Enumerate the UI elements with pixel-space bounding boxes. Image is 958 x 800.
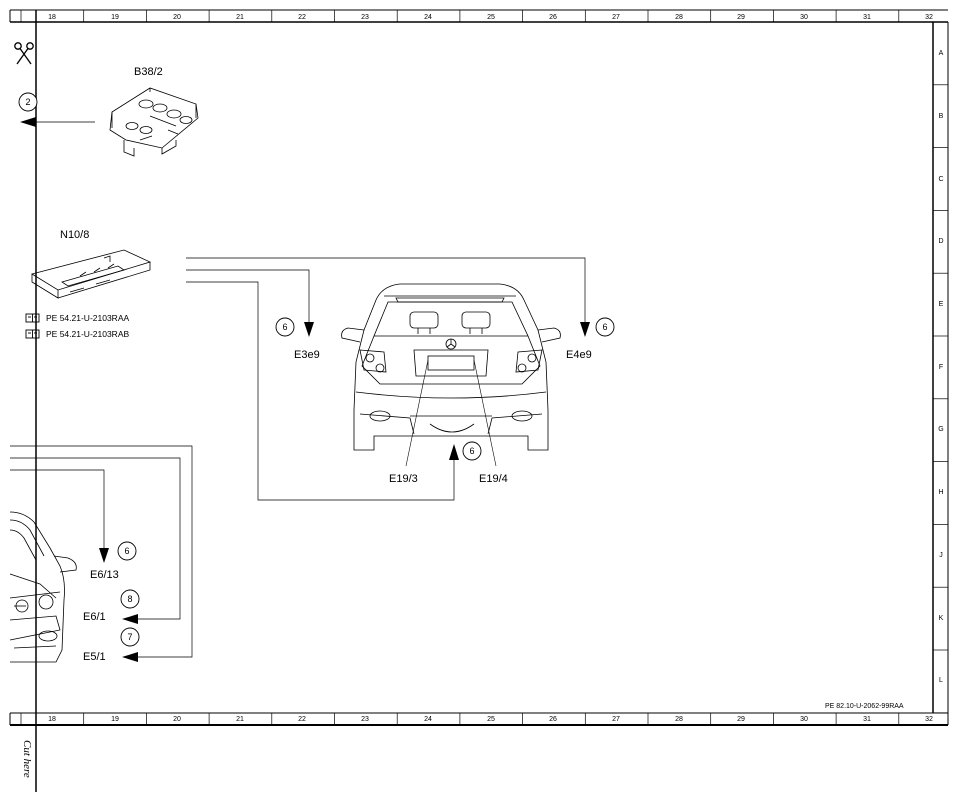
reference-text: PE 54.21-U-2103RAB [46, 329, 129, 339]
reference-note-1: PE 54.21-U-2103RAA [25, 313, 129, 323]
e4e9-label: E4e9 [566, 349, 592, 361]
b38-2-connection-arrow [20, 117, 95, 127]
row-label: A [939, 50, 944, 57]
e5-1-arrow [122, 652, 138, 662]
scissors-icon [14, 42, 34, 65]
e3e9-group: 6 E3e9 [275, 317, 320, 361]
arrowheads [99, 322, 590, 662]
rain-light-sensor-drawing [109, 87, 199, 157]
e19-3-label: E19/3 [389, 473, 418, 485]
col-label: 22 [298, 716, 306, 723]
col-label: 25 [487, 716, 495, 723]
col-label: 21 [236, 14, 244, 21]
row-label: G [938, 426, 943, 433]
col-label: 31 [863, 14, 871, 21]
col-label: 21 [236, 716, 244, 723]
row-label: B [939, 113, 944, 120]
col-label: 32 [925, 716, 933, 723]
col-label: 19 [111, 716, 119, 723]
col-label: 23 [361, 716, 369, 723]
row-label: F [939, 364, 943, 371]
col-label: 32 [925, 14, 933, 21]
col-label: 29 [737, 14, 745, 21]
row-label: E [939, 301, 944, 308]
callout-number: 2 [25, 97, 30, 107]
col-label: 30 [800, 716, 808, 723]
col-label: 22 [298, 14, 306, 21]
col-label: 25 [487, 14, 495, 21]
e19-arrow [449, 444, 459, 460]
row-label: C [938, 176, 943, 183]
e3e9-arrow [304, 322, 314, 337]
row-ruler-ticks [933, 21, 948, 714]
book-icon [25, 329, 40, 339]
reference-text: PE 54.21-U-2103RAA [46, 313, 129, 323]
col-label: 18 [48, 14, 56, 21]
e4e9-arrow [580, 322, 590, 337]
document-reference: PE 82.10-U-2062-99RAA [825, 703, 904, 710]
callout-number: 6 [124, 546, 129, 556]
col-label: 24 [424, 14, 432, 21]
col-label: 28 [675, 14, 683, 21]
column-ruler-ticks [20, 10, 900, 725]
b38-2-component: B38/2 [109, 66, 199, 157]
control-unit-drawing [30, 249, 152, 299]
row-label: J [939, 552, 943, 559]
callout-number: 6 [469, 446, 474, 456]
col-label: 23 [361, 14, 369, 21]
wiring-lines [10, 257, 586, 658]
column-ruler-top: 18 19 20 21 22 23 24 25 26 27 28 29 30 3… [48, 14, 933, 21]
col-label: 27 [612, 716, 620, 723]
row-label: H [938, 489, 943, 496]
e19-leader-lines [405, 359, 497, 467]
row-label: K [939, 615, 944, 622]
col-label: 19 [111, 14, 119, 21]
col-label: 26 [549, 14, 557, 21]
e5-1-label: E5/1 [83, 651, 106, 663]
e6-13-arrow [99, 548, 109, 563]
row-label: D [938, 238, 943, 245]
e19-group: 6 E19/3 E19/4 [389, 441, 508, 485]
e19-4-label: E19/4 [479, 473, 508, 485]
book-icon [25, 313, 40, 323]
vehicle-rear-view-drawing [341, 283, 561, 451]
col-label: 31 [863, 716, 871, 723]
col-label: 24 [424, 716, 432, 723]
cut-here-label: Cut here [21, 740, 33, 778]
n10-8-label: N10/8 [60, 229, 89, 241]
e6-13-group: 6 E6/13 [90, 541, 137, 581]
n10-8-component: N10/8 [30, 229, 152, 299]
col-label: 27 [612, 14, 620, 21]
e6-13-label: E6/13 [90, 569, 119, 581]
col-label: 30 [800, 14, 808, 21]
col-label: 28 [675, 716, 683, 723]
col-label: 20 [173, 716, 181, 723]
b38-2-label: B38/2 [134, 66, 163, 78]
e6-1-label: E6/1 [83, 611, 106, 623]
col-label: 29 [737, 716, 745, 723]
e6-1-group: 8 E6/1 [83, 589, 140, 623]
e3e9-label: E3e9 [294, 349, 320, 361]
callout-number: 6 [602, 322, 607, 332]
e4e9-group: 6 E4e9 [566, 317, 615, 361]
callout-b38-2: 2 [18, 92, 38, 112]
reference-note-2: PE 54.21-U-2103RAB [25, 329, 129, 339]
sheet-frame [9, 9, 949, 792]
vehicle-front-partial-drawing [9, 511, 77, 663]
column-ruler-bottom: 18 19 20 21 22 23 24 25 26 27 28 29 30 3… [48, 716, 933, 723]
row-ruler-right: A B C D E F G H J K L [938, 50, 943, 684]
callout-number: 8 [127, 594, 132, 604]
callout-number: 6 [282, 322, 287, 332]
e6-1-arrow [122, 614, 138, 624]
e5-1-group: 7 E5/1 [83, 627, 140, 663]
callout-number: 7 [127, 632, 132, 642]
col-label: 18 [48, 716, 56, 723]
row-label: L [939, 677, 943, 684]
col-label: 20 [173, 14, 181, 21]
col-label: 26 [549, 716, 557, 723]
